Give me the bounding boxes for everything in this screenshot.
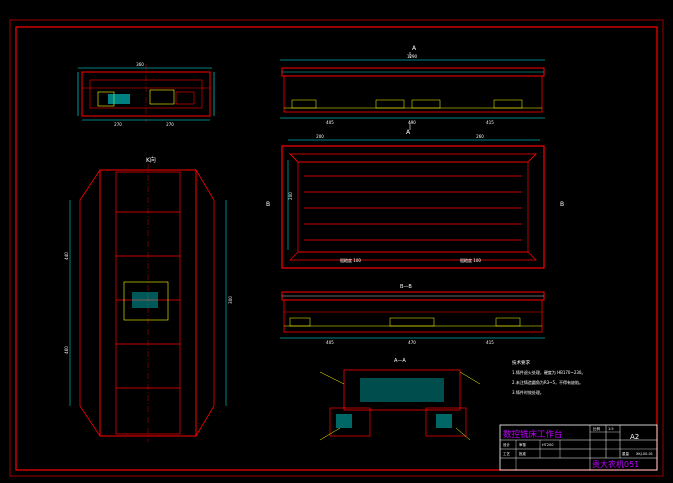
title-drawing-no: XKJ-00-01 <box>636 452 653 456</box>
dim-bb-3: 415 <box>486 340 494 345</box>
title-row2-a: 设计 <box>503 442 511 447</box>
dim-side-1: 440 <box>64 252 69 260</box>
dim-plan-1: 200 <box>316 134 324 139</box>
title-qty: 1:5 <box>608 427 614 431</box>
dim-left-a: 270 <box>114 122 122 127</box>
dim-overall-top: 1290 <box>407 54 418 59</box>
notes-title: 技术要求 <box>512 359 530 366</box>
title-qty-label: 比例 <box>593 426 601 431</box>
label-aa: A—A <box>394 358 406 364</box>
technical-notes: 技术要求 1.铸件退火处理，硬度为 HB170~230。 2.未注铸造圆角为R3… <box>512 359 585 395</box>
dim-front-1: 405 <box>326 120 334 125</box>
title-school: 贵大农机051 <box>592 459 639 469</box>
title-material: HT200 <box>542 443 553 447</box>
dim-side-3: 300 <box>228 296 233 304</box>
label-b-left: B <box>266 201 270 208</box>
title-row2-b: 审核 <box>519 442 527 447</box>
label-b-right: B <box>560 201 564 208</box>
top-left-view: 360 270 270 <box>77 62 215 127</box>
label-k: K向 <box>146 156 156 164</box>
dim-front-2: 490 <box>408 120 416 125</box>
notes-line3: 3.铸件时效处理。 <box>512 389 544 395</box>
dim-front-3: 415 <box>486 120 494 125</box>
notes-line1: 1.铸件退火处理，硬度为 HB170~230。 <box>512 369 585 375</box>
title-row3-a: 工艺 <box>503 451 511 456</box>
dim-bb-1: 405 <box>326 340 334 345</box>
title-row3-b: 批准 <box>519 451 527 456</box>
dim-overall-left: 360 <box>136 62 144 67</box>
outer-frame <box>15 26 658 471</box>
title-sheet-size: A2 <box>630 433 639 441</box>
plan-note-1: 粗糙度 100 <box>340 257 361 263</box>
label-a-bottom: A <box>406 129 411 136</box>
sheet-border <box>9 19 664 477</box>
front-view: A 1290 405 490 415 A <box>280 45 545 136</box>
title-block: 数控铣床工作台 比例 1:5 A2 设计 审核 HT200 工艺 批准 重量 X… <box>499 424 658 471</box>
dim-plan-2: 260 <box>476 134 484 139</box>
label-bb: B—B <box>400 284 412 290</box>
label-a-top: A <box>412 45 417 52</box>
notes-line2: 2.未注铸造圆角为R3~5，不得有缺陷。 <box>512 379 583 385</box>
dim-side-2: 460 <box>64 346 69 354</box>
plan-view: 200 260 200 B B 粗糙度 100 粗糙度 100 <box>266 134 564 269</box>
k-view: K向 440 460 300 <box>64 156 233 442</box>
dim-plan-left: 200 <box>288 192 293 200</box>
title-name: 数控铣床工作台 <box>503 429 563 440</box>
dim-left-b: 270 <box>166 122 174 127</box>
dim-bb-2: 470 <box>408 340 416 345</box>
section-aa-view: A—A <box>319 358 481 441</box>
title-weight-label: 重量 <box>622 451 630 456</box>
plan-note-2: 粗糙度 100 <box>460 257 481 263</box>
section-bb-view: B—B 405 470 415 <box>280 284 545 345</box>
